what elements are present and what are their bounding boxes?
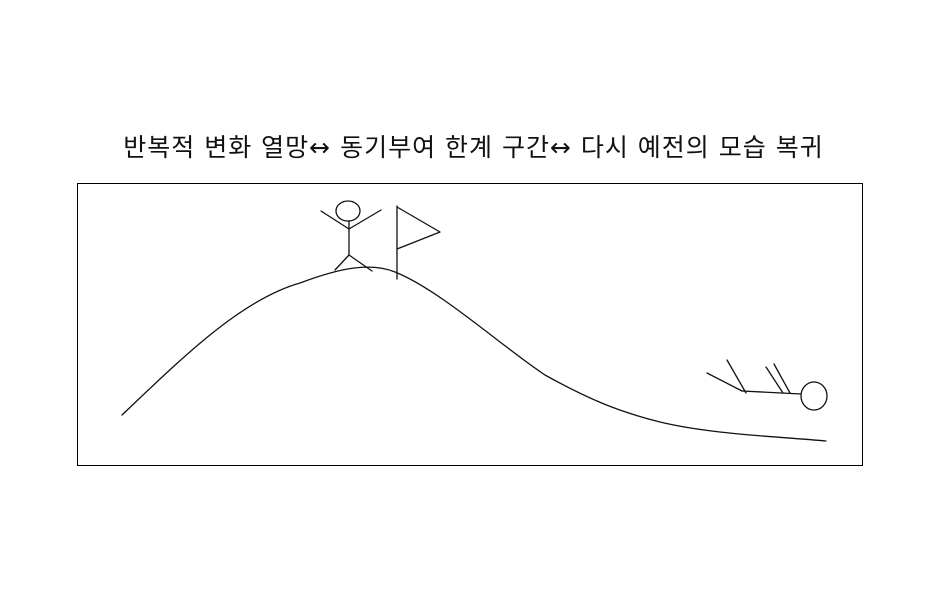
- fallen-figure-body: [741, 390, 802, 395]
- flag-cloth: [396, 206, 441, 250]
- fallen-figure-leg-1: [706, 372, 743, 392]
- flag: [396, 205, 441, 280]
- fallen-figure-arm-1: [765, 366, 784, 394]
- fallen-figure: [706, 359, 828, 411]
- hill-curve: [121, 266, 827, 442]
- figure-head: [335, 200, 361, 222]
- fallen-figure-leg-2: [726, 359, 747, 394]
- diagram-frame: [77, 183, 863, 466]
- figure-left-arm: [320, 210, 350, 230]
- diagram-caption: 반복적 변화 열망↔ 동기부여 한계 구간↔ 다시 예전의 모습 복귀: [123, 133, 824, 162]
- fallen-figure-arm-2: [773, 363, 791, 394]
- figure-left-leg: [334, 254, 350, 271]
- standing-figure: [320, 200, 382, 272]
- figure-right-leg: [348, 254, 373, 272]
- figure-right-arm: [348, 209, 382, 230]
- fallen-figure-head: [800, 381, 828, 411]
